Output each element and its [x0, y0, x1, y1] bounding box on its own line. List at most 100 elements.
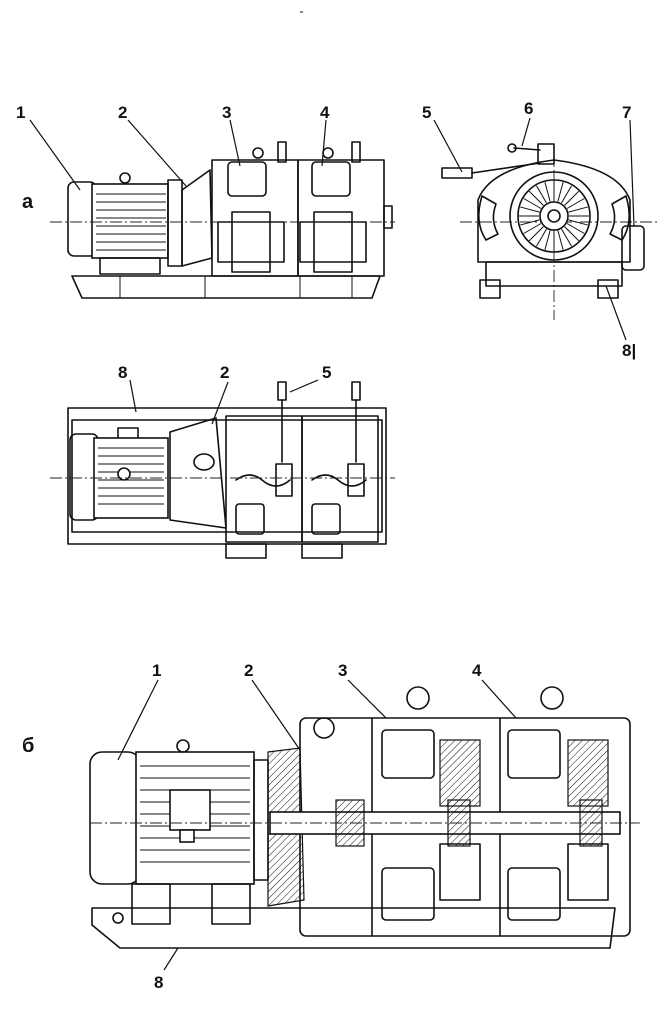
gearbox-4-front — [297, 159, 385, 277]
section-eyebolt-3 — [406, 686, 430, 710]
plan-fork-3 — [275, 463, 293, 497]
clutch-3 — [231, 211, 271, 273]
clutch-cage-3 — [217, 221, 285, 263]
flywheel-inner — [517, 179, 591, 253]
flywheel-spoke — [561, 185, 572, 204]
flywheel-spoke — [520, 219, 540, 226]
plan-fork-4 — [347, 463, 365, 497]
callout-3-section: 3 — [338, 661, 347, 680]
flywheel-spoke — [564, 226, 580, 242]
flywheel-spoke — [544, 230, 551, 250]
coupling-flange — [167, 179, 183, 267]
plan-window — [193, 453, 215, 471]
callout-5-plan: 5 — [322, 363, 331, 382]
section-gear-3-lower — [439, 843, 481, 901]
section-motor-end — [89, 751, 141, 885]
side-foot-left — [479, 279, 501, 299]
flywheel-spoke — [557, 182, 564, 202]
view-label-a: а — [22, 191, 34, 213]
clutch-4 — [313, 211, 353, 273]
knob-rod-6 — [513, 147, 541, 151]
plan-cover-4 — [311, 503, 341, 535]
flywheel-spoke — [568, 219, 588, 226]
callout-5-side: 5 — [422, 103, 431, 122]
flywheel-spoke — [536, 228, 547, 247]
section-eyebolt-2 — [313, 717, 335, 739]
gearbox-4-eyebolt — [322, 147, 334, 159]
section-motor-terminal — [169, 789, 211, 831]
motor-fins — [96, 193, 166, 251]
view-a-front — [50, 141, 395, 299]
gearbox-3-front — [211, 159, 299, 277]
flywheel-spoke — [568, 206, 588, 213]
plan-lever-knob-5a — [277, 381, 287, 401]
section-motor-foot-left — [131, 883, 171, 925]
motor-body — [91, 183, 169, 259]
gearbox-3-window — [227, 161, 267, 197]
side-ear-right — [609, 195, 630, 241]
section-eyebolt-4 — [540, 686, 564, 710]
plan-cover-3 — [235, 503, 265, 535]
flywheel-spoke — [566, 198, 585, 209]
view-label-b: б — [22, 735, 34, 757]
motor-foot — [99, 257, 161, 275]
view-a-side — [441, 143, 658, 320]
callout-1-section: 1 — [152, 661, 161, 680]
section-motor-eyebolt — [176, 739, 190, 753]
section-flange — [253, 759, 269, 881]
motor-eyebolt — [119, 172, 131, 184]
plan-motor-fins — [98, 447, 164, 505]
lever-post — [351, 141, 361, 163]
side-motor-box-7 — [621, 225, 645, 271]
callout-8-section: 8 — [154, 973, 163, 992]
side-foot-right — [597, 279, 619, 299]
section-motor-plug — [179, 829, 195, 843]
flywheel-spoke — [520, 206, 540, 213]
callout-4-section: 4 — [472, 661, 482, 680]
lever-handle-5 — [441, 167, 473, 179]
flywheel-spoke — [566, 223, 585, 234]
flywheel-spoke — [523, 198, 542, 209]
lever-pivot — [537, 143, 555, 165]
callout-4-top: 4 — [320, 103, 330, 122]
section-gear-4-upper — [567, 739, 609, 807]
plan-lever-knob-5b — [351, 381, 361, 401]
flywheel-bore — [547, 209, 561, 223]
view-a-plan — [50, 381, 395, 559]
section-base-frame — [91, 907, 616, 949]
callout-1-top: 1 — [16, 103, 25, 122]
flywheel-spoke — [528, 190, 544, 206]
flywheel-outer — [509, 171, 599, 261]
callout-8-plan: 8 — [118, 363, 127, 382]
side-ear-left — [478, 195, 499, 241]
flywheel-spoke — [544, 182, 551, 202]
plan-motor-bolt — [117, 467, 131, 481]
callout-3-top: 3 — [222, 103, 231, 122]
callout-2-section: 2 — [244, 661, 253, 680]
side-base — [485, 261, 623, 287]
flywheel-spoke — [564, 190, 580, 206]
plan-cam-4 — [311, 474, 367, 487]
callout-2-plan: 2 — [220, 363, 229, 382]
base-hole — [112, 912, 124, 924]
plan-inner-frame — [71, 419, 383, 533]
section-chamber-4-bottom — [507, 867, 561, 921]
knob-6 — [507, 143, 517, 153]
leader-lines — [29, 117, 635, 971]
callout-6-side: 6 — [524, 99, 533, 118]
view-b-section — [89, 686, 640, 949]
flywheel-spokes — [519, 181, 589, 251]
lever-post — [277, 141, 287, 163]
section-chamber-3-bottom — [381, 867, 435, 921]
callout-2-top: 2 — [118, 103, 127, 122]
plan-foot — [225, 543, 267, 559]
flywheel-spoke — [561, 228, 572, 247]
clutch-cage-4 — [299, 221, 367, 263]
shaft-end — [383, 205, 393, 229]
section-chamber-4-top — [507, 729, 561, 779]
section-gear-4-lower — [567, 843, 609, 901]
gearbox-3-eyebolt — [252, 147, 264, 159]
gearbox-4-window — [311, 161, 351, 197]
flywheel-spoke — [536, 185, 547, 204]
